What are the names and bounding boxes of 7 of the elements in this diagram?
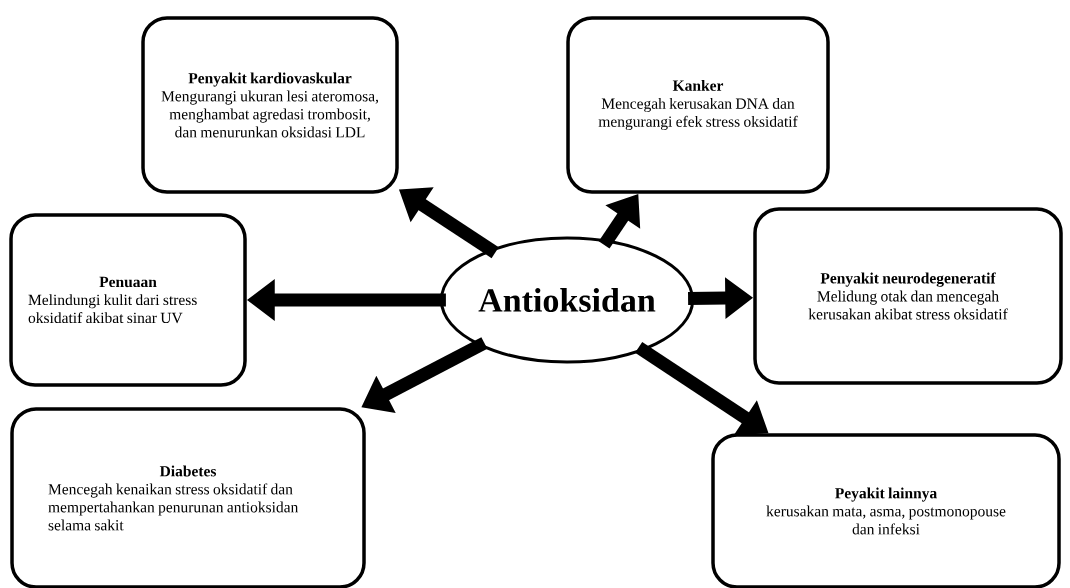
text-box: Kanker Mencegah kerusakan DNA dan mengurangi efek stress oksidatif xyxy=(566,16,830,194)
ellipse-node: Antioksidan xyxy=(439,236,695,364)
text-box: Penyakit neurodegeneratif Melidung otak dan mencegah kerusakan akibat stress oksidatif xyxy=(753,207,1063,385)
text-box: Penuaan Melindungi kulit dari stress oksidatif akibat sinar UV xyxy=(9,213,247,387)
text-box: Diabetes Mencegah kenaikan stress oksidatif dan mempertahankan penurunan antioksidan selama sakit xyxy=(10,407,366,588)
text-box: Peyakit lainnya kerusakan mata, asma, postmonopouse dan infeksi xyxy=(711,433,1061,588)
text-box: Penyakit kardiovaskular Mengurangi ukuran lesi ateromosa, menghambat agredasi trombosit, dan menurunkan oksidasi LDL xyxy=(141,16,399,194)
